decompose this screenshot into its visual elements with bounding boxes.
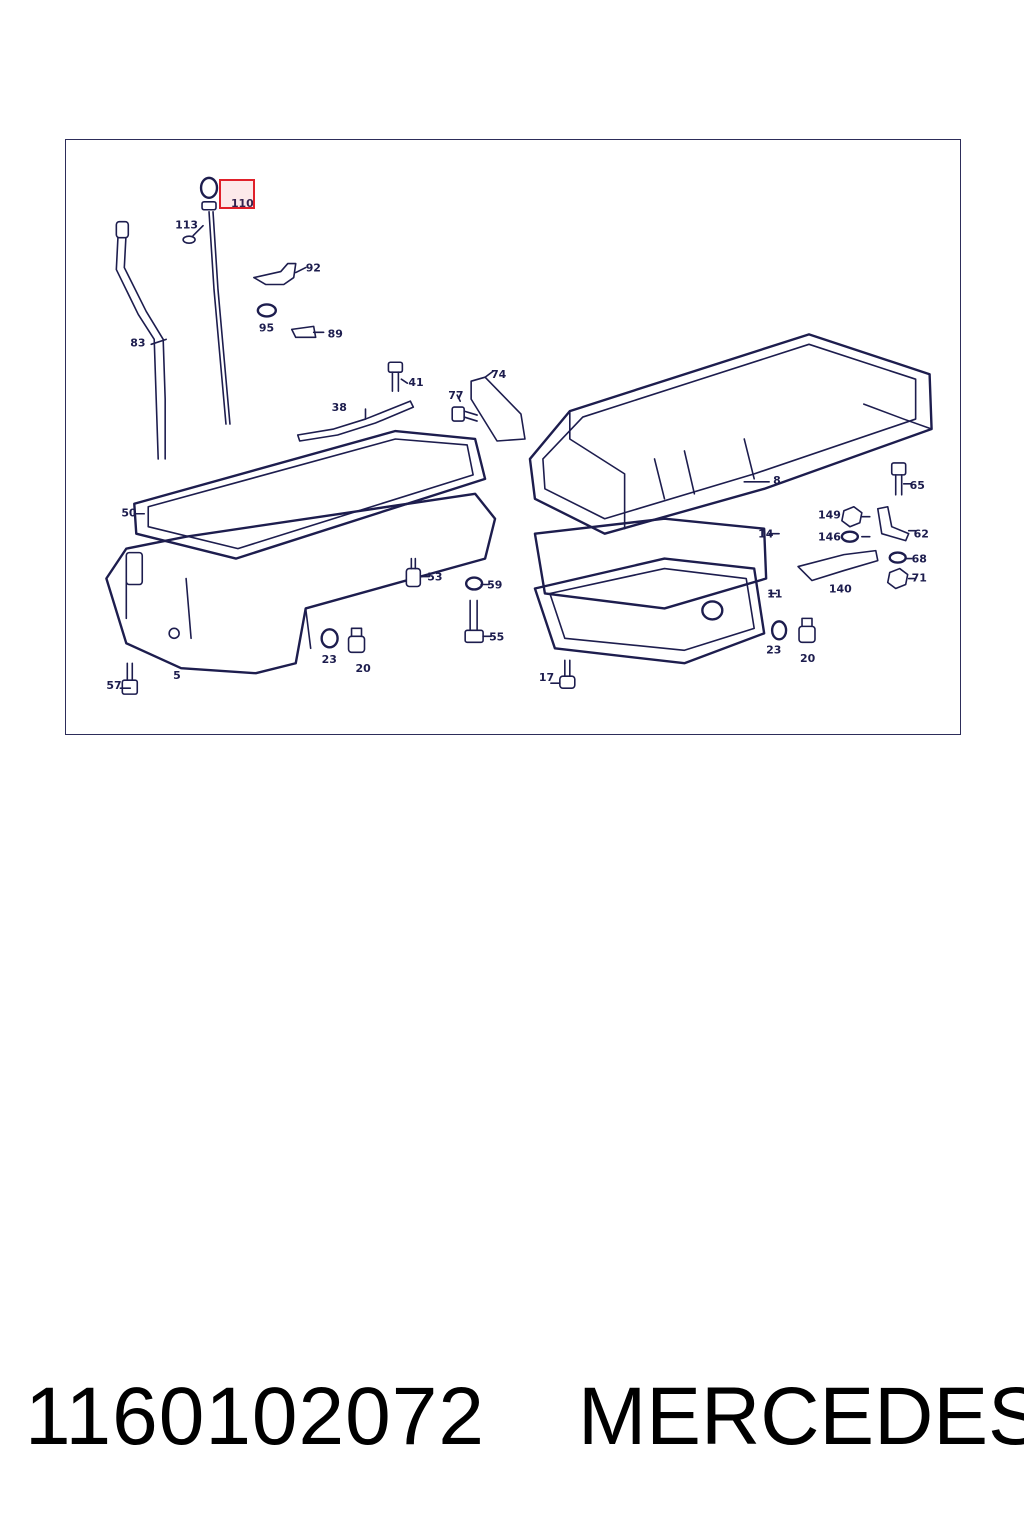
callout-55[interactable]: 55 [489,630,504,643]
clip-89[interactable] [290,325,317,339]
seal-ring-23-left[interactable] [320,628,339,649]
bolt-55[interactable] [464,599,484,644]
callout-23-left[interactable]: 23 [322,653,337,666]
callout-38[interactable]: 38 [332,401,347,414]
washer-146[interactable] [840,530,860,543]
callout-140[interactable]: 140 [829,582,852,595]
callout-95[interactable]: 95 [259,321,274,334]
callout-59[interactable]: 59 [487,578,502,591]
callout-50[interactable]: 50 [121,507,137,520]
oil-pan-upper-part-5[interactable] [105,429,497,675]
callout-146[interactable]: 146 [818,531,841,544]
drain-plug-20-right[interactable] [798,617,816,644]
callout-92[interactable]: 92 [306,262,321,275]
callout-71[interactable]: 71 [912,572,927,585]
callout-41[interactable]: 41 [408,376,423,389]
bracket-74[interactable] [470,376,526,442]
callout-20-right[interactable]: 20 [800,652,816,665]
nut-71[interactable] [886,567,909,590]
seal-ring-23-right[interactable] [770,620,788,641]
nut-149[interactable] [841,505,863,528]
seal-ring-113[interactable] [182,235,196,244]
footer: 1160102072 MERCEDES [0,1370,1024,1470]
callout-74[interactable]: 74 [491,368,507,381]
highlighted-part-marker [219,179,255,209]
bracket-38[interactable] [296,400,415,442]
callout-5[interactable]: 5 [173,669,181,682]
callout-23-right[interactable]: 23 [766,643,781,656]
drain-plug-20-left[interactable] [347,627,366,654]
screw-17[interactable] [559,659,576,689]
callout-83[interactable]: 83 [130,336,145,349]
part-number-text: 1160102072 [25,1371,485,1462]
callout-89[interactable]: 89 [328,327,343,340]
bolt-41[interactable] [387,361,404,392]
bracket-62[interactable] [876,505,910,542]
washer-68[interactable] [888,551,907,564]
brand-name-text: MERCEDES [578,1371,1024,1462]
callout-57[interactable]: 57 [106,679,121,692]
dipstick-tube-part[interactable] [115,220,166,460]
callout-11[interactable]: 11 [767,587,782,600]
bracket-140[interactable] [797,549,879,582]
screw-57[interactable] [121,662,139,695]
callout-53[interactable]: 53 [427,571,442,584]
callout-62[interactable]: 62 [914,528,929,541]
callout-20-left[interactable]: 20 [356,662,372,675]
bracket-92[interactable] [253,262,297,286]
plug-53[interactable] [405,557,422,588]
bolt-77[interactable] [451,406,478,422]
callout-77[interactable]: 77 [448,389,463,402]
callout-14[interactable]: 14 [758,528,774,541]
grommet-95[interactable] [256,303,277,318]
callout-65[interactable]: 65 [910,479,925,492]
callout-149[interactable]: 149 [818,509,841,522]
callout-110[interactable]: 110 [231,197,254,210]
washer-59[interactable] [464,576,484,591]
callout-113[interactable]: 113 [175,219,198,232]
gasket-14[interactable] [533,517,768,610]
bolt-65[interactable] [890,462,907,496]
parts-diagram: 110 113 83 92 95 89 41 38 74 77 50 53 59… [65,139,961,735]
lower-oil-pan-11[interactable] [533,557,766,665]
callout-17[interactable]: 17 [539,671,554,684]
oil-pan-8[interactable] [528,333,933,535]
dipstick-part[interactable] [199,176,231,425]
callout-8[interactable]: 8 [773,474,781,487]
callout-68[interactable]: 68 [912,553,927,566]
